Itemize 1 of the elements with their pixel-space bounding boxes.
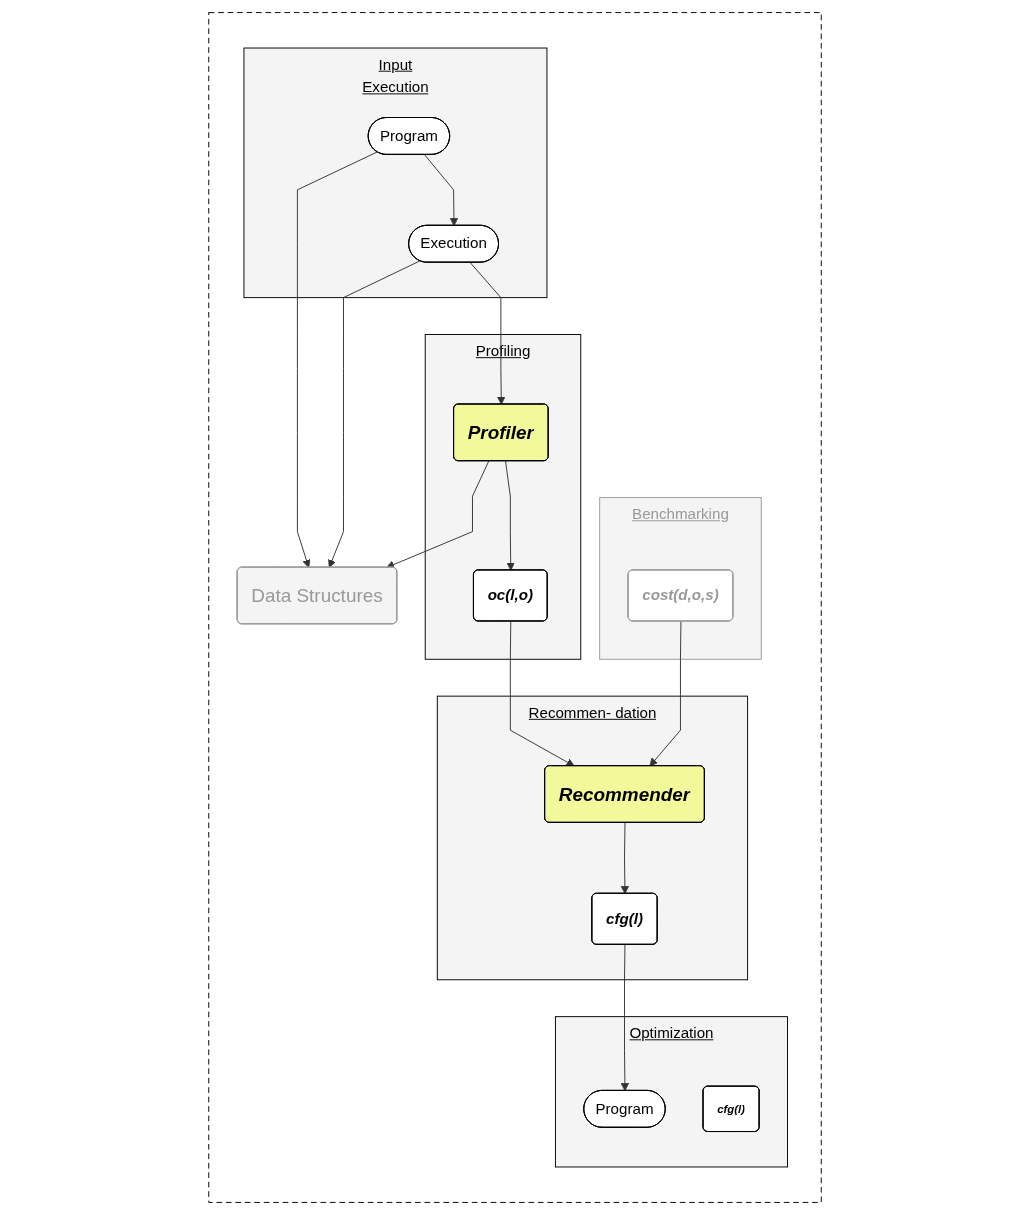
cluster [208,12,822,1203]
